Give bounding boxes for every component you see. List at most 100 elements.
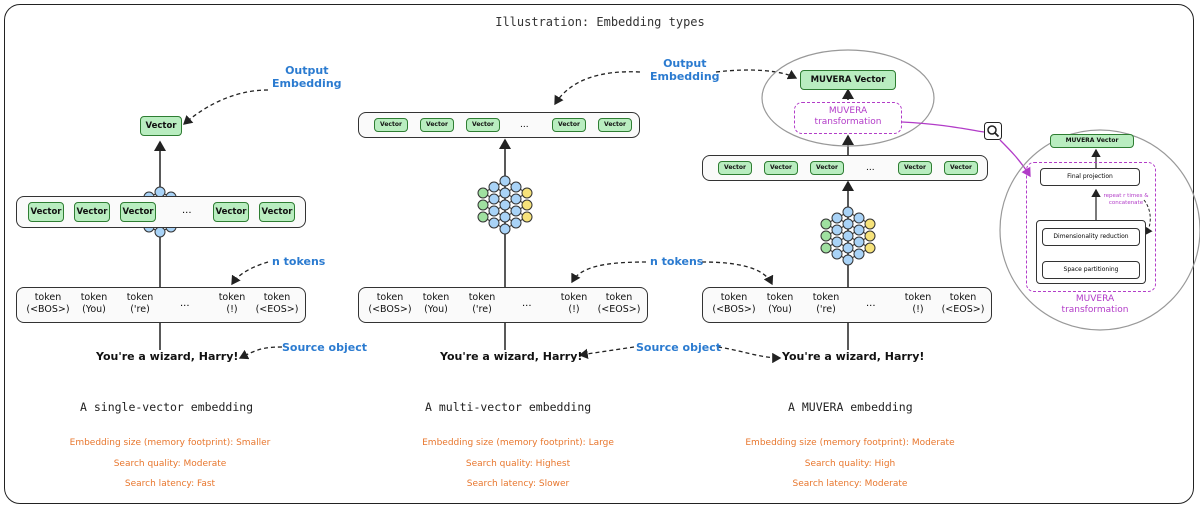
network-node: [853, 236, 865, 248]
network-node: [499, 187, 511, 199]
metric-size: Embedding size (memory footprint): Small…: [69, 438, 271, 448]
ellipsis: ...: [520, 120, 529, 130]
panel-caption: A MUVERA embedding: [788, 400, 913, 414]
ellipsis: ...: [522, 298, 532, 309]
n-tokens-label: n tokens: [272, 255, 326, 268]
network-node: [842, 230, 854, 242]
output-vector: Vector: [466, 118, 500, 132]
token-vector: Vector: [74, 202, 110, 222]
diagram-frame: [4, 4, 1194, 504]
output-vector: Vector: [764, 161, 798, 175]
network-node: [488, 205, 500, 217]
network-node: [488, 181, 500, 193]
metric-latency: Search latency: Slower: [466, 479, 570, 489]
output-vector: Vector: [598, 118, 632, 132]
muvera-transformation-label: MUVERA transformation: [814, 106, 882, 127]
source-text: You're a wizard, Harry!: [782, 350, 925, 363]
ellipsis: ...: [866, 298, 876, 309]
token: token (!): [560, 292, 588, 315]
token: token ('re): [126, 292, 154, 315]
network-node: [842, 206, 854, 218]
token-vectors-row: [16, 196, 306, 228]
network-node: [154, 226, 166, 238]
token: token ('re): [468, 292, 496, 315]
final-projection-box: Final projection: [1040, 168, 1140, 186]
n-tokens-label: n tokens: [650, 255, 704, 268]
network-node: [831, 248, 843, 260]
network-node: [521, 187, 533, 199]
metric-quality: Search quality: High: [804, 459, 896, 469]
network-node: [477, 187, 489, 199]
network-node: [853, 212, 865, 224]
metric-latency: Search latency: Fast: [124, 479, 216, 489]
network-node: [864, 218, 876, 230]
diagram-title: Illustration: Embedding types: [495, 15, 705, 29]
network-node: [510, 193, 522, 205]
network-node: [499, 223, 511, 235]
network-node: [864, 242, 876, 254]
network-node: [820, 230, 832, 242]
network-node: [842, 218, 854, 230]
network-node: [842, 242, 854, 254]
token: token (<EOS>): [941, 292, 985, 315]
network-node: [521, 199, 533, 211]
network-node: [499, 175, 511, 187]
network-node: [853, 248, 865, 260]
network-node: [488, 217, 500, 229]
token: token (!): [904, 292, 932, 315]
network-node: [488, 193, 500, 205]
network-node: [510, 181, 522, 193]
muvera-network: [820, 206, 876, 266]
output-vector: Vector: [552, 118, 586, 132]
network-node: [831, 224, 843, 236]
ellipsis: ...: [180, 298, 190, 309]
token: token (You): [766, 292, 794, 315]
token-vector: Vector: [28, 202, 64, 222]
repeat-note: repeat r times & concatenate: [1103, 193, 1149, 206]
token-vector: Vector: [120, 202, 156, 222]
tokens-row: [702, 287, 992, 323]
network-node: [853, 224, 865, 236]
metric-latency: Search latency: Moderate: [792, 479, 908, 489]
network-node: [510, 205, 522, 217]
muvera-vector: MUVERA Vector: [800, 70, 896, 90]
token: token (You): [80, 292, 108, 315]
panel-caption: A multi-vector embedding: [425, 400, 592, 414]
panel-caption: A single-vector embedding: [80, 400, 254, 414]
ellipsis: ...: [866, 163, 875, 173]
token: token (You): [422, 292, 450, 315]
muvera-transformation-box: [794, 102, 902, 134]
network-node: [510, 217, 522, 229]
token-vector: Vector: [213, 202, 249, 222]
output-vector: Vector: [898, 161, 932, 175]
output-vector: Vector: [420, 118, 454, 132]
source-object-label: Source object: [636, 341, 721, 354]
output-embedding-label: Output Embedding: [650, 57, 720, 83]
token: token (<EOS>): [255, 292, 299, 315]
network-node: [820, 242, 832, 254]
source-text: You're a wizard, Harry!: [96, 350, 239, 363]
metric-size: Embedding size (memory footprint): Large: [422, 438, 614, 448]
zoom-muvera-vector: MUVERA Vector: [1050, 134, 1134, 148]
network-node: [477, 211, 489, 223]
token: token (<BOS>): [26, 292, 70, 315]
output-vector: Vector: [718, 161, 752, 175]
network-node: [521, 211, 533, 223]
multi-vector-network: [477, 175, 533, 235]
tokens-row: [16, 287, 306, 323]
output-vector: Vector: [944, 161, 978, 175]
output-vector: Vector: [374, 118, 408, 132]
zoom-caption: MUVERA transformation: [1061, 294, 1129, 315]
output-vector: Vector: [140, 116, 182, 136]
source-text: You're a wizard, Harry!: [440, 350, 583, 363]
network-node: [499, 211, 511, 223]
network-node: [842, 254, 854, 266]
zoom-muvera-box: [1026, 162, 1156, 292]
token-vector: Vector: [259, 202, 295, 222]
token: token (<BOS>): [712, 292, 756, 315]
metric-quality: Search quality: Highest: [465, 459, 571, 469]
space-partitioning-box: Space partitioning: [1042, 261, 1140, 279]
output-embedding-label: Output Embedding: [272, 64, 342, 90]
token: token (!): [218, 292, 246, 315]
